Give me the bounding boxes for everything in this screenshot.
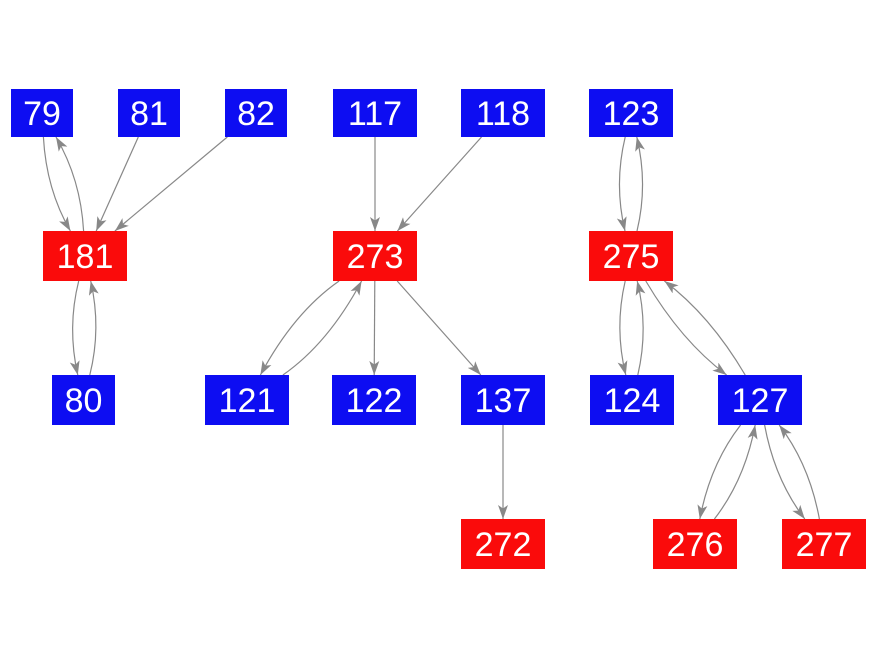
node-box-276 [653, 519, 737, 569]
edge-273-122 [369, 280, 380, 376]
node-label-122: 122 [346, 382, 403, 420]
edge-123-275 [616, 136, 627, 232]
edge-80-181 [88, 280, 99, 376]
edge-79-181 [42, 136, 71, 232]
edge-275-124 [617, 280, 628, 376]
node-82: 82 [225, 89, 287, 137]
node-box-79 [11, 89, 73, 137]
node-box-272 [461, 519, 545, 569]
edge-277-127 [778, 424, 820, 520]
node-118: 118 [461, 89, 545, 137]
node-123: 123 [589, 89, 673, 137]
edge-273-137 [396, 280, 482, 376]
node-label-137: 137 [475, 382, 532, 420]
node-box-181 [43, 231, 127, 281]
edge-124-275 [635, 280, 646, 376]
node-box-275 [589, 231, 673, 281]
node-label-276: 276 [667, 526, 724, 564]
node-box-123 [589, 89, 673, 137]
node-label-123: 123 [603, 95, 660, 133]
node-272: 272 [461, 519, 545, 569]
edge-127-276 [697, 424, 742, 520]
edge-181-80 [69, 280, 80, 376]
edge-275-123 [635, 136, 645, 232]
edge-127-275 [664, 280, 746, 376]
node-box-117 [333, 89, 417, 137]
edge-181-79 [55, 136, 85, 232]
node-label-127: 127 [732, 382, 789, 420]
node-label-273: 273 [347, 238, 404, 276]
node-124: 124 [590, 375, 674, 425]
node-label-181: 181 [57, 238, 114, 276]
node-label-121: 121 [219, 382, 276, 420]
node-277: 277 [782, 519, 866, 569]
node-box-277 [782, 519, 866, 569]
node-275: 275 [589, 231, 673, 281]
node-181: 181 [43, 231, 127, 281]
node-label-79: 79 [23, 95, 61, 133]
node-box-81 [118, 89, 180, 137]
node-label-124: 124 [604, 382, 661, 420]
node-box-137 [461, 375, 545, 425]
node-label-275: 275 [603, 238, 660, 276]
node-box-121 [205, 375, 289, 425]
nodes-layer: 79 81 82 117 118 123 181 273 275 80 121 122 137 124 12… [11, 89, 866, 569]
node-117: 117 [333, 89, 417, 137]
edge-81-181 [95, 136, 139, 232]
node-label-277: 277 [796, 526, 853, 564]
node-137: 137 [461, 375, 545, 425]
edge-118-273 [396, 136, 482, 232]
node-label-118: 118 [476, 95, 530, 133]
node-276: 276 [653, 519, 737, 569]
node-81: 81 [118, 89, 180, 137]
node-79: 79 [11, 89, 73, 137]
node-label-81: 81 [130, 95, 168, 133]
edge-127-277 [764, 424, 806, 520]
edge-121-273 [282, 280, 363, 376]
node-121: 121 [205, 375, 289, 425]
node-box-273 [333, 231, 417, 281]
node-box-127 [718, 375, 802, 425]
node-box-122 [332, 375, 416, 425]
node-label-272: 272 [475, 526, 532, 564]
node-122: 122 [332, 375, 416, 425]
edge-275-127 [645, 280, 727, 376]
node-label-117: 117 [348, 95, 402, 133]
node-label-80: 80 [65, 382, 103, 420]
node-box-118 [461, 89, 545, 137]
node-box-82 [225, 89, 287, 137]
node-box-124 [590, 375, 674, 425]
edge-276-127 [713, 424, 758, 520]
edges-layer [42, 136, 820, 520]
node-127: 127 [718, 375, 802, 425]
node-80: 80 [52, 375, 115, 425]
edge-273-121 [259, 280, 340, 376]
node-box-80 [52, 375, 115, 425]
edge-82-181 [114, 136, 228, 232]
node-label-82: 82 [237, 95, 275, 133]
node-273: 273 [333, 231, 417, 281]
